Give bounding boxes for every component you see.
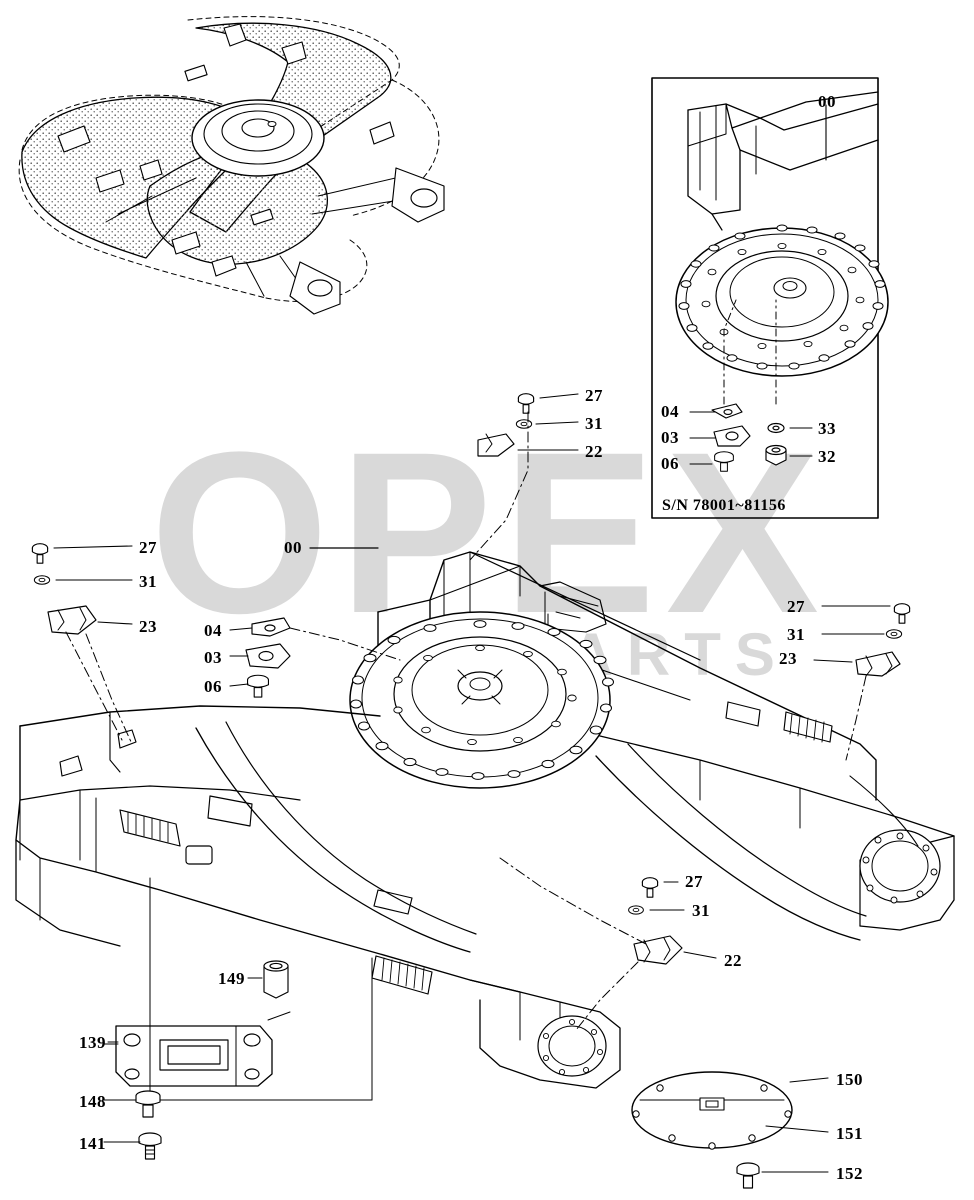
main-assembly-illustration [15, 393, 955, 1189]
callout-left-27: 27 [139, 538, 157, 557]
callout-center-04: 04 [204, 621, 222, 640]
callout-inset-00: 00 [818, 92, 836, 111]
callout-item-148: 148 [79, 1092, 106, 1111]
callout-bottom-31: 31 [692, 901, 710, 920]
callout-inset-06: 06 [661, 454, 679, 473]
callout-top-27: 27 [585, 386, 603, 405]
callout-bottom-22: 22 [724, 951, 742, 970]
callout-item-139: 139 [79, 1033, 106, 1052]
callout-top-22: 22 [585, 442, 603, 461]
callout-center-06: 06 [204, 677, 222, 696]
callout-right-27: 27 [787, 597, 805, 616]
inset-box-frame [651, 77, 889, 519]
callout-right-31: 31 [787, 625, 805, 644]
callout-top-31: 31 [585, 414, 603, 433]
callout-center-03: 03 [204, 648, 222, 667]
callout-item-149: 149 [218, 969, 245, 988]
callout-inset-04: 04 [661, 402, 679, 421]
callout-left-31: 31 [139, 572, 157, 591]
serial-number-label: S/N 78001~81156 [662, 497, 786, 514]
callout-inset-32: 32 [818, 447, 836, 466]
callout-item-152: 152 [836, 1164, 863, 1183]
callout-right-23: 23 [779, 649, 797, 668]
callout-left-23: 23 [139, 617, 157, 636]
callout-item-151: 151 [836, 1124, 863, 1143]
callout-bottom-27: 27 [685, 872, 703, 891]
callout-inset-03: 03 [661, 428, 679, 447]
callout-item-150: 150 [836, 1070, 863, 1089]
callout-inset-33: 33 [818, 419, 836, 438]
callout-main-00: 00 [284, 538, 302, 557]
overview-illustration [18, 16, 445, 315]
callout-item-141: 141 [79, 1134, 106, 1153]
